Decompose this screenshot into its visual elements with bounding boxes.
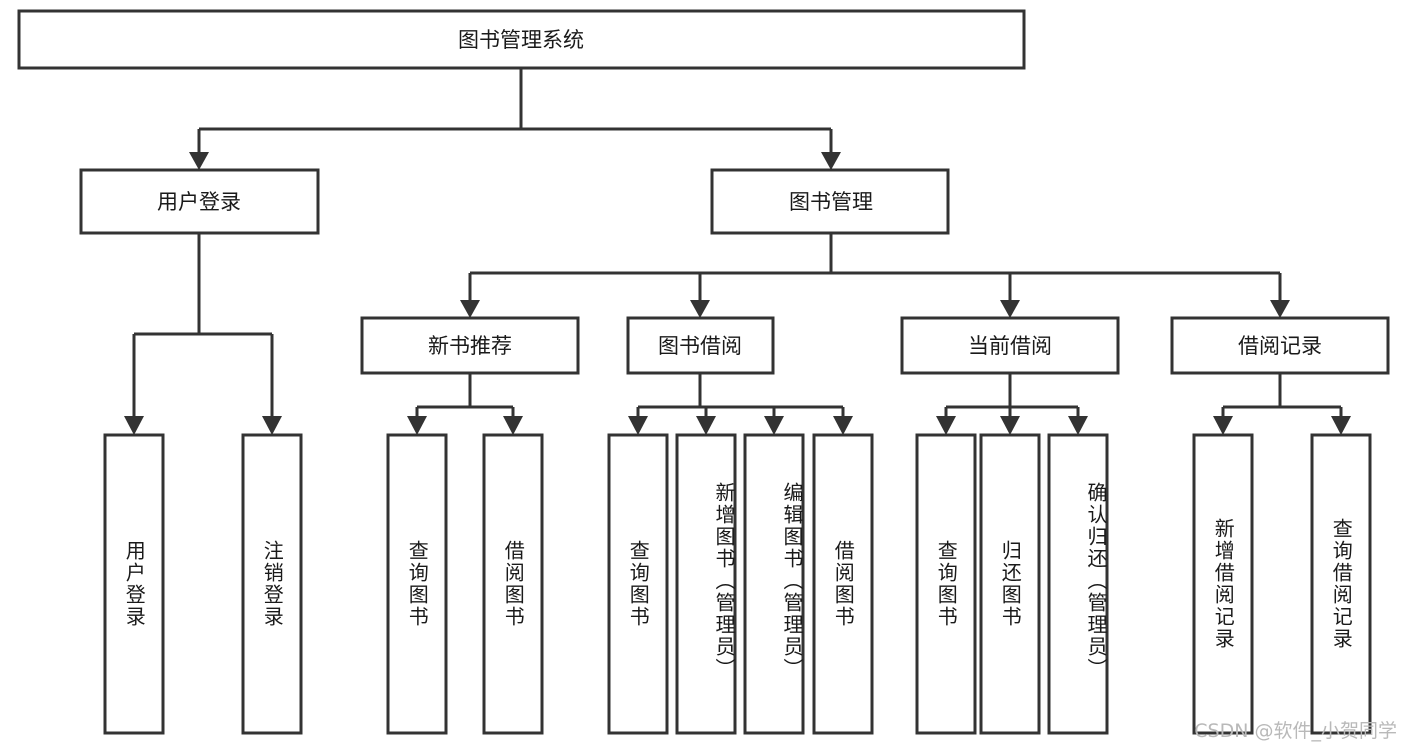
node-box-leaf-confirm-return[interactable] [1047,433,1109,735]
node-box-new-book-recommend[interactable] [360,316,580,375]
arrowhead-icon [262,416,282,435]
arrowhead-icon [503,416,523,435]
arrowhead-icon [189,152,209,170]
connector-recommend-to-leaves [415,373,515,420]
node-label-book-management: 图书管理 [789,190,873,214]
connector-current-to-leaves [944,373,1080,420]
arrowhead-icon [936,416,956,435]
node-label-book-borrow: 图书借阅 [658,334,742,358]
node-label-user-login: 用户登录 [157,190,241,214]
arrowhead-icon [1068,416,1088,435]
connector-userlogin-to-leaves [132,233,274,420]
node-label-root: 图书管理系统 [458,28,584,52]
arrowhead-icon [460,300,480,318]
node-label-current-borrow: 当前借阅 [968,334,1052,358]
arrowhead-icon [1270,300,1290,318]
node-box-leaf-borrow-book-1[interactable] [482,433,544,735]
arrowhead-icon [1000,416,1020,435]
node-box-borrow-records[interactable] [1170,316,1390,375]
arrowhead-icon [124,416,144,435]
arrowhead-icon [821,152,841,170]
node-label-borrow-records: 借阅记录 [1238,334,1322,358]
arrowhead-icon [407,416,427,435]
arrowhead-icon [1331,416,1351,435]
node-box-book-management[interactable] [710,168,950,235]
node-box-leaf-add-record[interactable] [1192,433,1254,735]
node-box-leaf-logout[interactable] [241,433,303,735]
node-box-root[interactable] [17,9,1026,70]
node-box-leaf-query-book-2[interactable] [607,433,669,735]
connector-borrow-to-leaves [636,373,845,420]
connector-records-to-leaves [1221,373,1343,420]
node-box-leaf-return-book[interactable] [979,433,1041,735]
node-box-leaf-query-record[interactable] [1310,433,1372,735]
arrowhead-icon [1000,300,1020,318]
arrowhead-icon [764,416,784,435]
watermark-text: CSDN @软件_小贺同学 [1194,720,1397,742]
node-box-leaf-borrow-book-2[interactable] [812,433,874,735]
node-box-leaf-query-book-1[interactable] [386,433,448,735]
arrowhead-icon [1213,416,1233,435]
node-box-leaf-add-book[interactable] [675,433,737,735]
node-box-book-borrow[interactable] [626,316,775,375]
arrowhead-icon [690,300,710,318]
arrowhead-icon [833,416,853,435]
node-box-leaf-edit-book[interactable] [743,433,805,735]
arrowhead-icon [628,416,648,435]
connector-root-to-level1 [197,68,833,155]
arrowhead-icon [696,416,716,435]
node-label-new-book-recommend: 新书推荐 [428,334,512,358]
node-box-current-borrow[interactable] [900,316,1120,375]
node-box-leaf-user-login[interactable] [103,433,165,735]
node-box-user-login[interactable] [79,168,320,235]
node-box-leaf-query-book-3[interactable] [915,433,977,735]
connector-bookmgmt-to-level2 [468,233,1282,303]
